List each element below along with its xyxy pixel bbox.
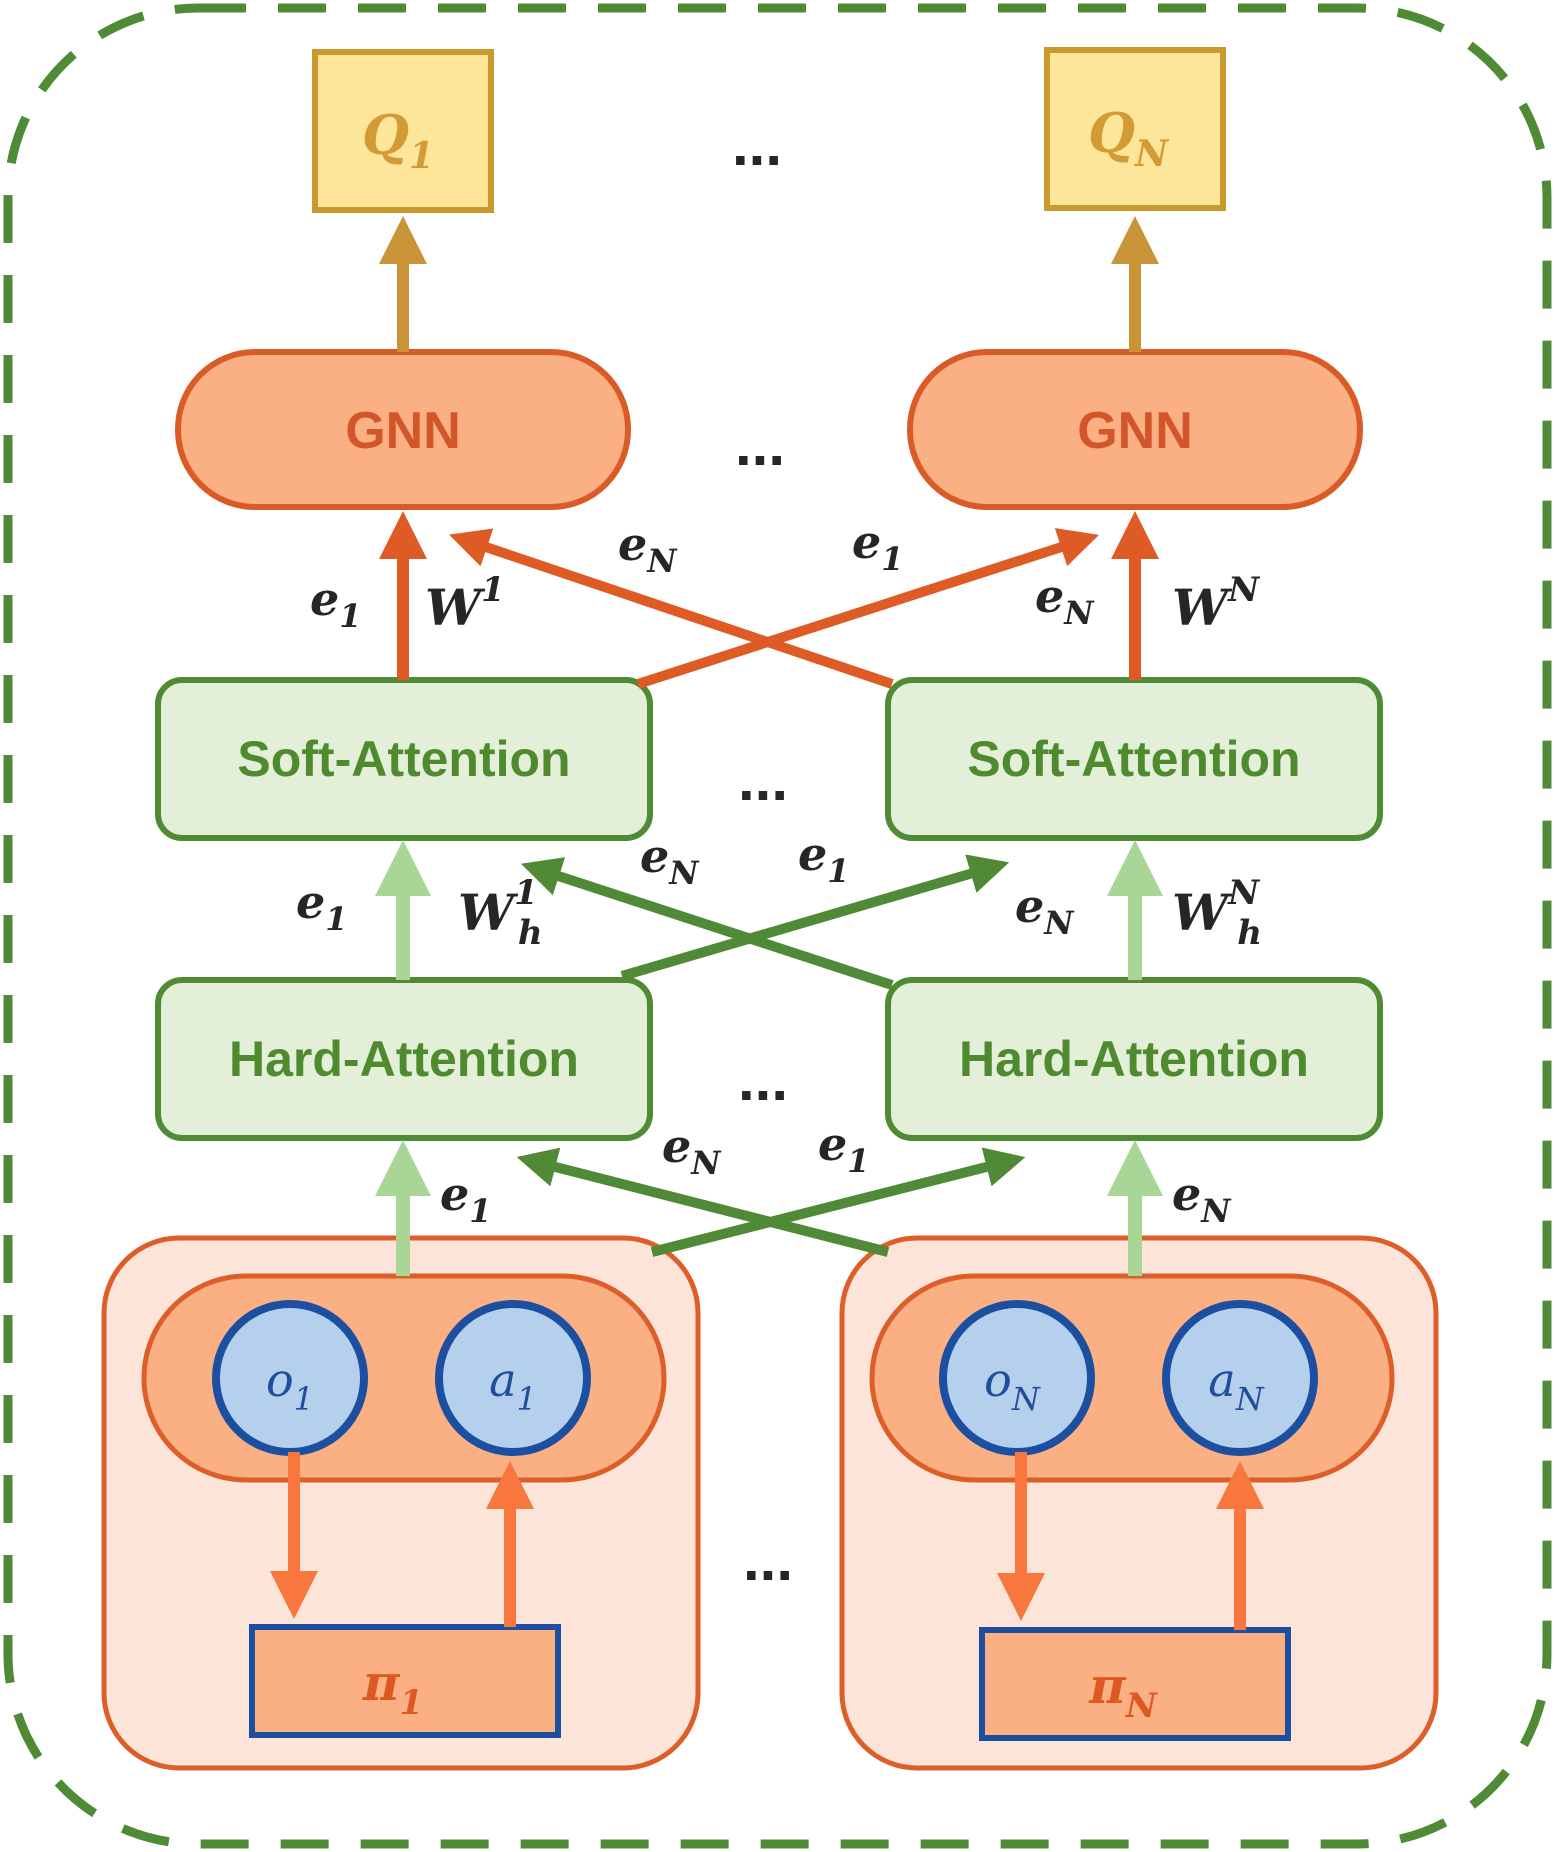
agent-n-hard-attention-label: Hard-Attention	[959, 1031, 1309, 1087]
ellipsis-soft: ...	[738, 746, 788, 813]
label-e1-soft-cross: e1	[852, 515, 904, 578]
label-eN-agent-cross: eN	[662, 1119, 722, 1182]
cross-soft-1-to-gnn-n-arrow	[636, 528, 1100, 689]
label-eN-hard-cross: eN	[640, 829, 700, 892]
label-e1-hard-left: e1	[296, 875, 348, 938]
agent-n-obs-label: oN	[984, 1353, 1041, 1418]
agent-n-act-label: aN	[1208, 1353, 1264, 1418]
agent-1: o1 a1 π1 Hard-Attention Soft-Attention G…	[101, 49, 701, 1771]
label-e1-agent-cross: e1	[818, 1117, 870, 1180]
agent-1-q-box	[312, 49, 494, 213]
agent-1-soft-attention-label: Soft-Attention	[237, 731, 570, 787]
cross-hard-n-to-soft-1-arrow	[520, 857, 894, 990]
outer-frame	[3, 3, 1552, 1849]
ellipsis-gnn: ...	[735, 411, 785, 478]
agent-1-gnn-label: GNN	[345, 402, 461, 460]
label-w1: W1	[425, 570, 505, 637]
agent-1-obs-label: o1	[266, 1353, 314, 1418]
agent-n-obs-node	[939, 1300, 1095, 1456]
agent-1-q-label: Q1	[362, 103, 434, 177]
cross-hard-1-to-soft-n-arrow	[620, 854, 1010, 981]
agent-n-policy-box	[979, 1627, 1291, 1741]
agent-1-policy-box	[249, 1624, 561, 1738]
cross-agent-n-to-hard-1-arrow	[516, 1147, 890, 1257]
agent-1-policy-label: π1	[362, 1653, 423, 1723]
agent-n-gnn-label: GNN	[1077, 402, 1193, 460]
label-e1-hard-cross: e1	[798, 827, 850, 890]
label-eN-agent-right: eN	[1172, 1167, 1232, 1230]
label-eN-soft-right: eN	[1035, 569, 1095, 632]
label-eN-hard-right: eN	[1015, 879, 1075, 942]
agent-n: oN aN πN Hard-Attention Soft-Attention G…	[839, 47, 1439, 1771]
ellipsis-agent: ...	[743, 1526, 793, 1593]
agent-n-q-box	[1044, 47, 1226, 211]
agent-n-soft-attention-label: Soft-Attention	[967, 731, 1300, 787]
ellipsis-q: ...	[732, 111, 782, 178]
cross-soft-n-to-gnn-1-arrow	[449, 528, 894, 689]
agent-n-act-node	[1162, 1300, 1318, 1456]
cross-agent-1-to-hard-n-arrow	[650, 1147, 1026, 1257]
ellipsis-hard: ...	[738, 1046, 788, 1113]
agent-1-act-node	[435, 1300, 591, 1456]
label-e1-agent-left: e1	[440, 1167, 492, 1230]
label-eN-soft-cross: eN	[618, 517, 678, 580]
label-e1-soft-left: e1	[310, 572, 362, 635]
label-wN: WN	[1172, 570, 1261, 637]
agent-1-act-label: a1	[489, 1353, 537, 1418]
agent-1-hard-attention-label: Hard-Attention	[229, 1031, 579, 1087]
agent-n-policy-label: πN	[1088, 1656, 1159, 1726]
agent-n-q-label: QN	[1088, 101, 1170, 175]
